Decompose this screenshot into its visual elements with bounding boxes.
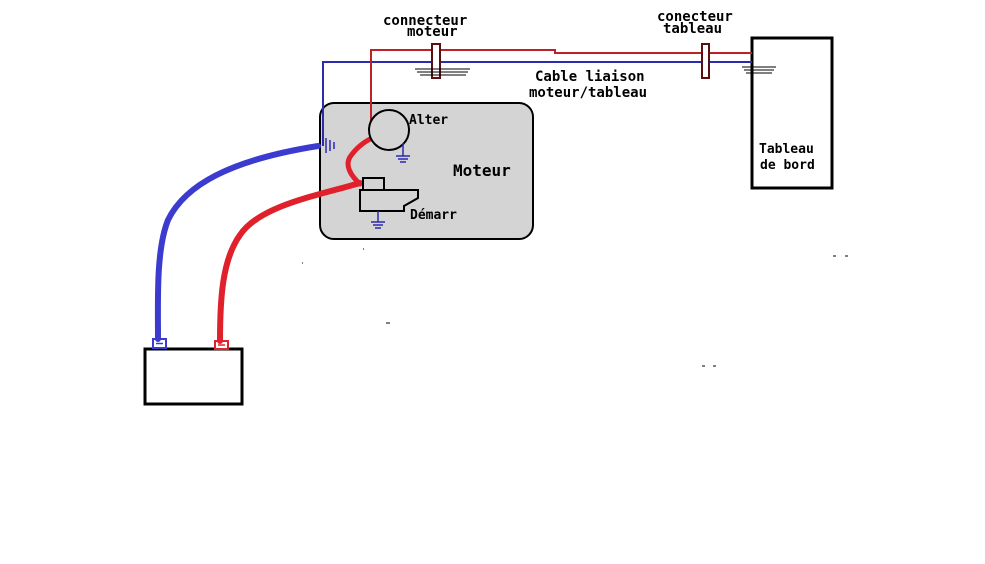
battery-positive-cable: [217, 180, 363, 344]
panel-connector-label-line1: conecteur: [657, 9, 733, 25]
harness-negative-wire: [322, 61, 752, 146]
engine-connector-icon: [415, 43, 470, 79]
dashboard-label-line2: de bord: [760, 158, 815, 173]
battery-negative-cable: [154, 143, 321, 342]
alternator-icon: [368, 109, 410, 151]
cable-label-line2: moteur/tableau: [529, 85, 647, 101]
engine-ground-icon: [325, 138, 335, 153]
engine-connector-label-line2: moteur: [407, 24, 458, 40]
harness-positive-wire: [370, 49, 752, 130]
battery-icon: [143, 338, 244, 406]
starter-label: Démarr: [410, 208, 457, 223]
engine-connector-label-line1: connecteur: [383, 13, 467, 29]
alternator-ground-icon: [396, 155, 410, 163]
panel-connector-label-line2: tableau: [663, 21, 722, 37]
stray-marks: [302, 248, 848, 367]
starter-ground-icon: [371, 221, 385, 229]
dashboard-panel: [750, 36, 834, 190]
alternator-label: Alter: [409, 113, 448, 128]
cable-label-line1: Cable liaison: [535, 69, 645, 85]
starter-icon: [359, 177, 419, 212]
engine-label: Moteur: [453, 161, 511, 180]
dashboard-label-line1: Tableau: [759, 142, 814, 157]
panel-connector-icon: [701, 43, 776, 79]
